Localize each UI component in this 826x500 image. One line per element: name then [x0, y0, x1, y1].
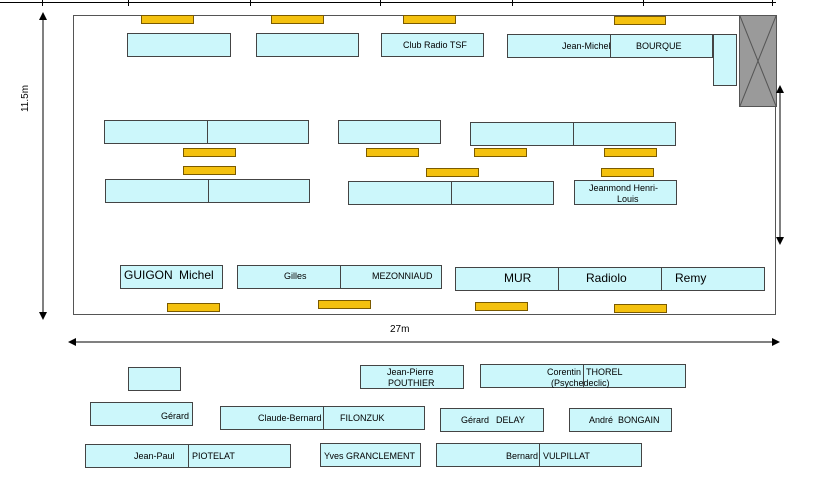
table-guigon	[120, 265, 223, 289]
table-club-radio	[381, 33, 484, 57]
granclement-last-name: GRANCLEMENT	[346, 451, 416, 461]
width-label: 27m	[390, 324, 410, 335]
table-gerard	[90, 402, 193, 426]
chair	[474, 148, 527, 157]
pouthier-last-name: POUTHIER	[388, 378, 435, 388]
chair	[426, 168, 479, 177]
delay-first-name: Gérard	[461, 415, 490, 425]
table-granclement	[320, 443, 421, 467]
right-dimension-arrow	[776, 85, 784, 245]
bourque-last-name: BOURQUE	[636, 41, 682, 51]
jeanmond-name-line2: Louis	[617, 194, 639, 204]
piotelat-last-name: PIOTELAT	[192, 451, 235, 461]
thorel-first-name: Corentin	[547, 367, 582, 377]
table-divider	[558, 267, 559, 291]
chair	[601, 168, 654, 177]
chair	[614, 16, 666, 25]
top-tick	[128, 0, 129, 6]
table-gilles-mezonniaud	[237, 265, 442, 289]
chair	[403, 15, 456, 24]
top-tick	[42, 0, 43, 6]
piotelat-first-name: Jean-Paul	[134, 451, 175, 461]
granclement-first-name: Yves	[324, 451, 344, 461]
chair	[183, 148, 236, 157]
chair	[141, 15, 194, 24]
table-piotelat	[85, 444, 291, 468]
chair	[614, 304, 667, 313]
bongain-last-name: BONGAIN	[618, 415, 660, 425]
pouthier-first-name: Jean-Pierre	[387, 367, 434, 377]
table	[128, 367, 181, 391]
pillar-cross	[739, 15, 777, 107]
table-delay	[440, 408, 544, 432]
delay-last-name: DELAY	[496, 415, 525, 425]
table-jeanmond	[574, 180, 677, 205]
top-tick	[643, 0, 644, 6]
table-bourque	[507, 34, 713, 58]
filonzuk-first-name: Claude-Bernard	[258, 413, 322, 423]
chair	[271, 15, 324, 24]
chair	[183, 166, 236, 175]
height-label: 11.5m	[20, 84, 32, 113]
chair	[366, 148, 419, 157]
vulpillat-first-name: Bernard	[506, 451, 539, 461]
bourque-first-name: Jean-Michel	[562, 41, 611, 51]
guigon-first-name: Michel	[179, 268, 214, 282]
table	[105, 179, 310, 203]
club-radio-label: Club Radio TSF	[403, 40, 467, 50]
table	[104, 120, 309, 144]
guigon-last-name: GUIGON	[124, 268, 173, 282]
bongain-first-name: André	[589, 415, 614, 425]
top-dimension-line	[0, 2, 776, 3]
table-bongain	[569, 408, 672, 432]
height-dimension-arrow	[39, 12, 47, 320]
gerard-label: Gérard	[161, 411, 190, 421]
thorel-note: (Psychedeclic)	[551, 378, 610, 388]
mezonniaud-label: MEZONNIAUD	[372, 271, 433, 281]
gilles-label: Gilles	[284, 271, 307, 281]
table-filonzuk	[220, 406, 425, 430]
width-dimension-arrow	[68, 338, 780, 346]
table	[338, 120, 441, 144]
chair	[167, 303, 220, 312]
chair	[604, 148, 657, 157]
chair	[475, 302, 528, 311]
thorel-last-name: THOREL	[586, 367, 623, 377]
table-divider	[661, 267, 662, 291]
filonzuk-last-name: FILONZUK	[340, 413, 385, 423]
jeanmond-name-line1: Jeanmond Henri-	[589, 183, 659, 193]
vulpillat-last-name: VULPILLAT	[543, 451, 590, 461]
pillar	[739, 15, 777, 107]
remy-label: Remy	[675, 271, 707, 285]
radiolo-label: Radiolo	[586, 271, 627, 285]
top-tick	[380, 0, 381, 6]
table-mur-radiolo-remy	[455, 267, 765, 291]
table	[127, 33, 231, 57]
table	[348, 181, 554, 205]
chair	[318, 300, 371, 309]
top-tick	[772, 0, 773, 6]
table	[470, 122, 676, 146]
table-vulpillat	[436, 443, 642, 467]
mur-label: MUR	[504, 271, 532, 285]
table-pouthier	[360, 365, 464, 389]
top-tick	[250, 0, 251, 6]
top-tick	[512, 0, 513, 6]
table-divider	[583, 364, 584, 388]
table	[713, 34, 737, 86]
table	[256, 33, 359, 57]
